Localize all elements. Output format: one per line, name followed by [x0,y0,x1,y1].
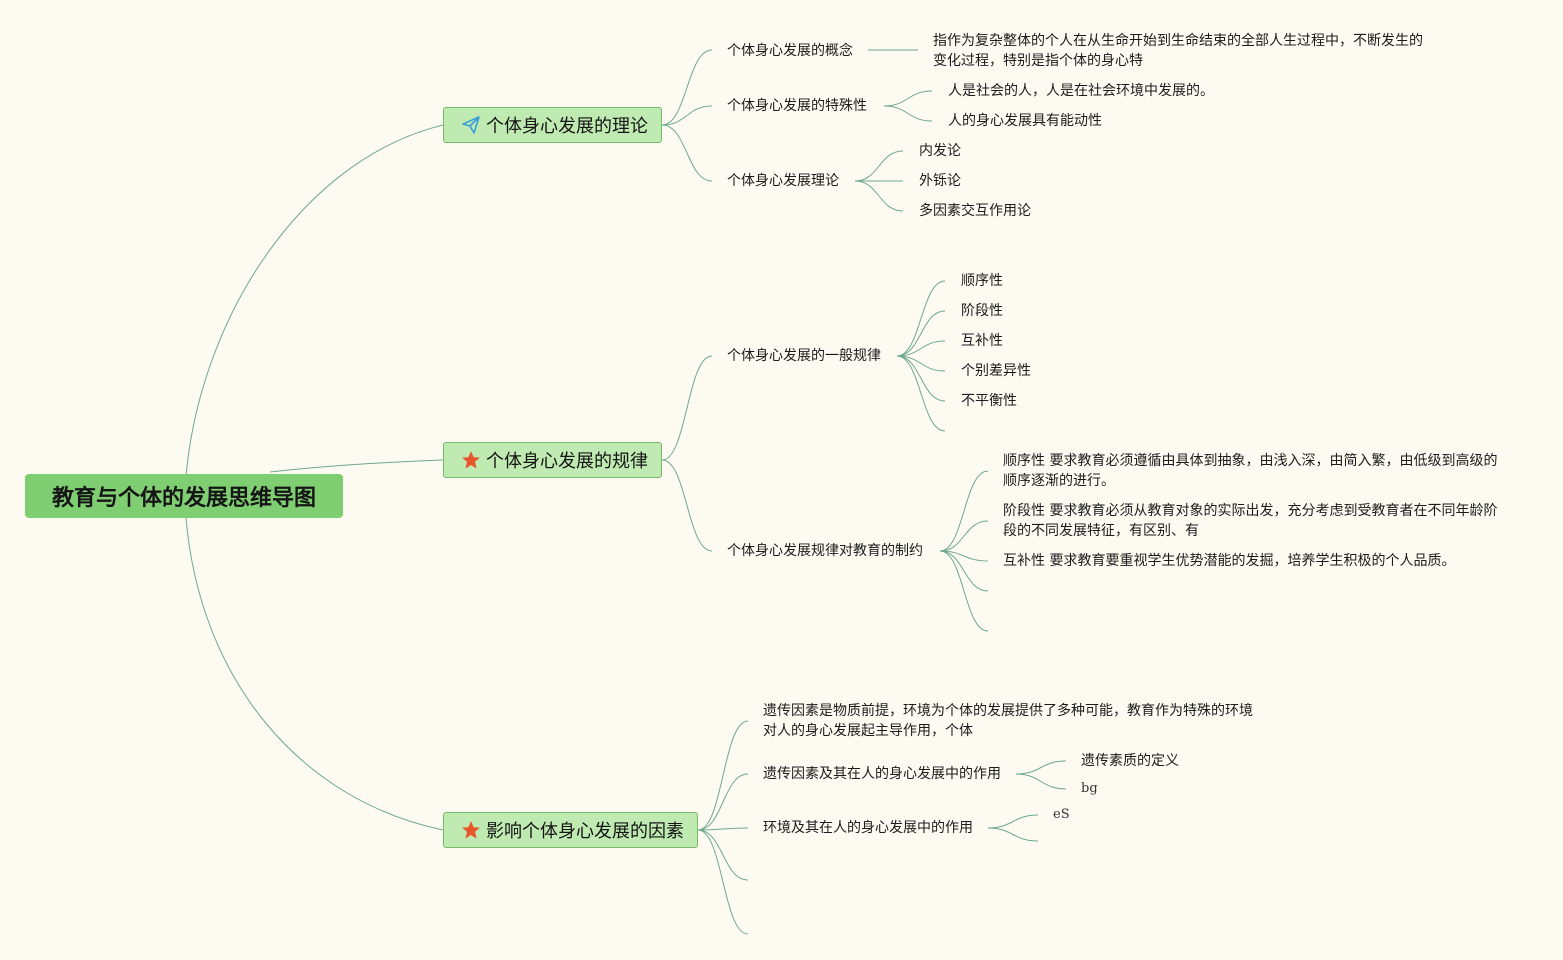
connector [939,520,989,552]
topic-general-laws[interactable]: 个体身心发展的一般规律 [727,348,881,364]
connector [987,814,1039,829]
root-to-laws [269,459,444,473]
connector [697,720,749,831]
topic-heredity[interactable]: 遗传因素及其在人的身心发展中的作用 [763,766,1001,782]
connector [883,90,933,107]
connector [1015,760,1067,775]
leaf-sequence[interactable]: 顺序性 [961,273,1003,289]
branch-label: 个体身心发展的规律 [486,451,648,472]
leaf-multifactor[interactable]: 多因素交互作用论 [919,203,1031,219]
connector [697,829,749,881]
leaf-bg[interactable]: bg [1081,781,1098,796]
leaf-endogenous[interactable]: 内发论 [919,143,961,159]
connector [896,310,946,357]
connector [896,355,946,402]
branch-theory[interactable]: 个体身心发展的理论 [443,107,662,143]
connector [896,280,946,357]
root-to-factors [185,517,444,831]
connector [661,355,713,461]
leaf-individual-difference[interactable]: 个别差异性 [961,363,1031,379]
topic-development-theories[interactable]: 个体身心发展理论 [727,173,839,189]
leaf-social-person[interactable]: 人是社会的人，人是在社会环境中发展的。 [948,83,1214,99]
leaf-complementarity[interactable]: 互补性 [961,333,1003,349]
connector [854,180,904,212]
connector [883,105,933,122]
leaf-es[interactable]: eS [1053,807,1070,822]
leaf-imbalance[interactable]: 不平衡性 [961,393,1017,409]
connector [697,829,749,935]
root-topic[interactable]: 教育与个体的发展思维导图 [25,474,343,518]
connector [939,550,989,632]
star-icon [460,819,482,841]
connector [896,355,946,432]
root-to-theory [185,124,444,477]
leaf-exogenous[interactable]: 外铄论 [919,173,961,189]
connector [661,49,713,126]
concept-definition[interactable]: 指作为复杂整体的个人在从生命开始到生命结束的全部人生过程中，不断发生的变化过程，… [933,33,1423,69]
connector [1015,773,1067,790]
connector [939,470,989,552]
topic-environment[interactable]: 环境及其在人的身心发展中的作用 [763,820,973,836]
branch-factors[interactable]: 影响个体身心发展的因素 [443,812,698,848]
leaf-heredity-definition[interactable]: 遗传素质的定义 [1081,753,1179,769]
paper-plane-icon [460,114,482,136]
constraint-stage[interactable]: 阶段性 要求教育必须从教育对象的实际出发，充分考虑到受教育者在不同年龄阶段的不同… [1003,503,1498,539]
constraint-sequence[interactable]: 顺序性 要求教育必须遵循由具体到抽象，由浅入深，由简入繁，由低级到高级的顺序逐渐… [1003,453,1498,489]
connector [697,773,749,831]
constraint-complementarity[interactable]: 互补性 要求教育要重视学生优势潜能的发掘，培养学生积极的个人品质。 [1003,553,1456,569]
topic-development-concept[interactable]: 个体身心发展的概念 [727,43,853,59]
connector [661,124,713,182]
leaf-initiative[interactable]: 人的身心发展具有能动性 [948,113,1102,129]
branch-label: 影响个体身心发展的因素 [486,821,684,842]
connector [661,105,713,126]
topic-particularity[interactable]: 个体身心发展的特殊性 [727,98,867,114]
connector [661,459,713,552]
branch-label: 个体身心发展的理论 [486,116,648,137]
topic-factors-summary[interactable]: 遗传因素是物质前提，环境为个体的发展提供了多种可能，教育作为特殊的环境对人的身心… [763,703,1253,739]
topic-constraints-on-education[interactable]: 个体身心发展规律对教育的制约 [727,543,923,559]
connector [939,550,989,592]
branch-laws[interactable]: 个体身心发展的规律 [443,442,662,478]
star-icon [460,449,482,471]
connector [854,150,904,182]
leaf-stage[interactable]: 阶段性 [961,303,1003,319]
connector [896,340,946,357]
connector [987,827,1039,842]
connector [697,827,749,831]
